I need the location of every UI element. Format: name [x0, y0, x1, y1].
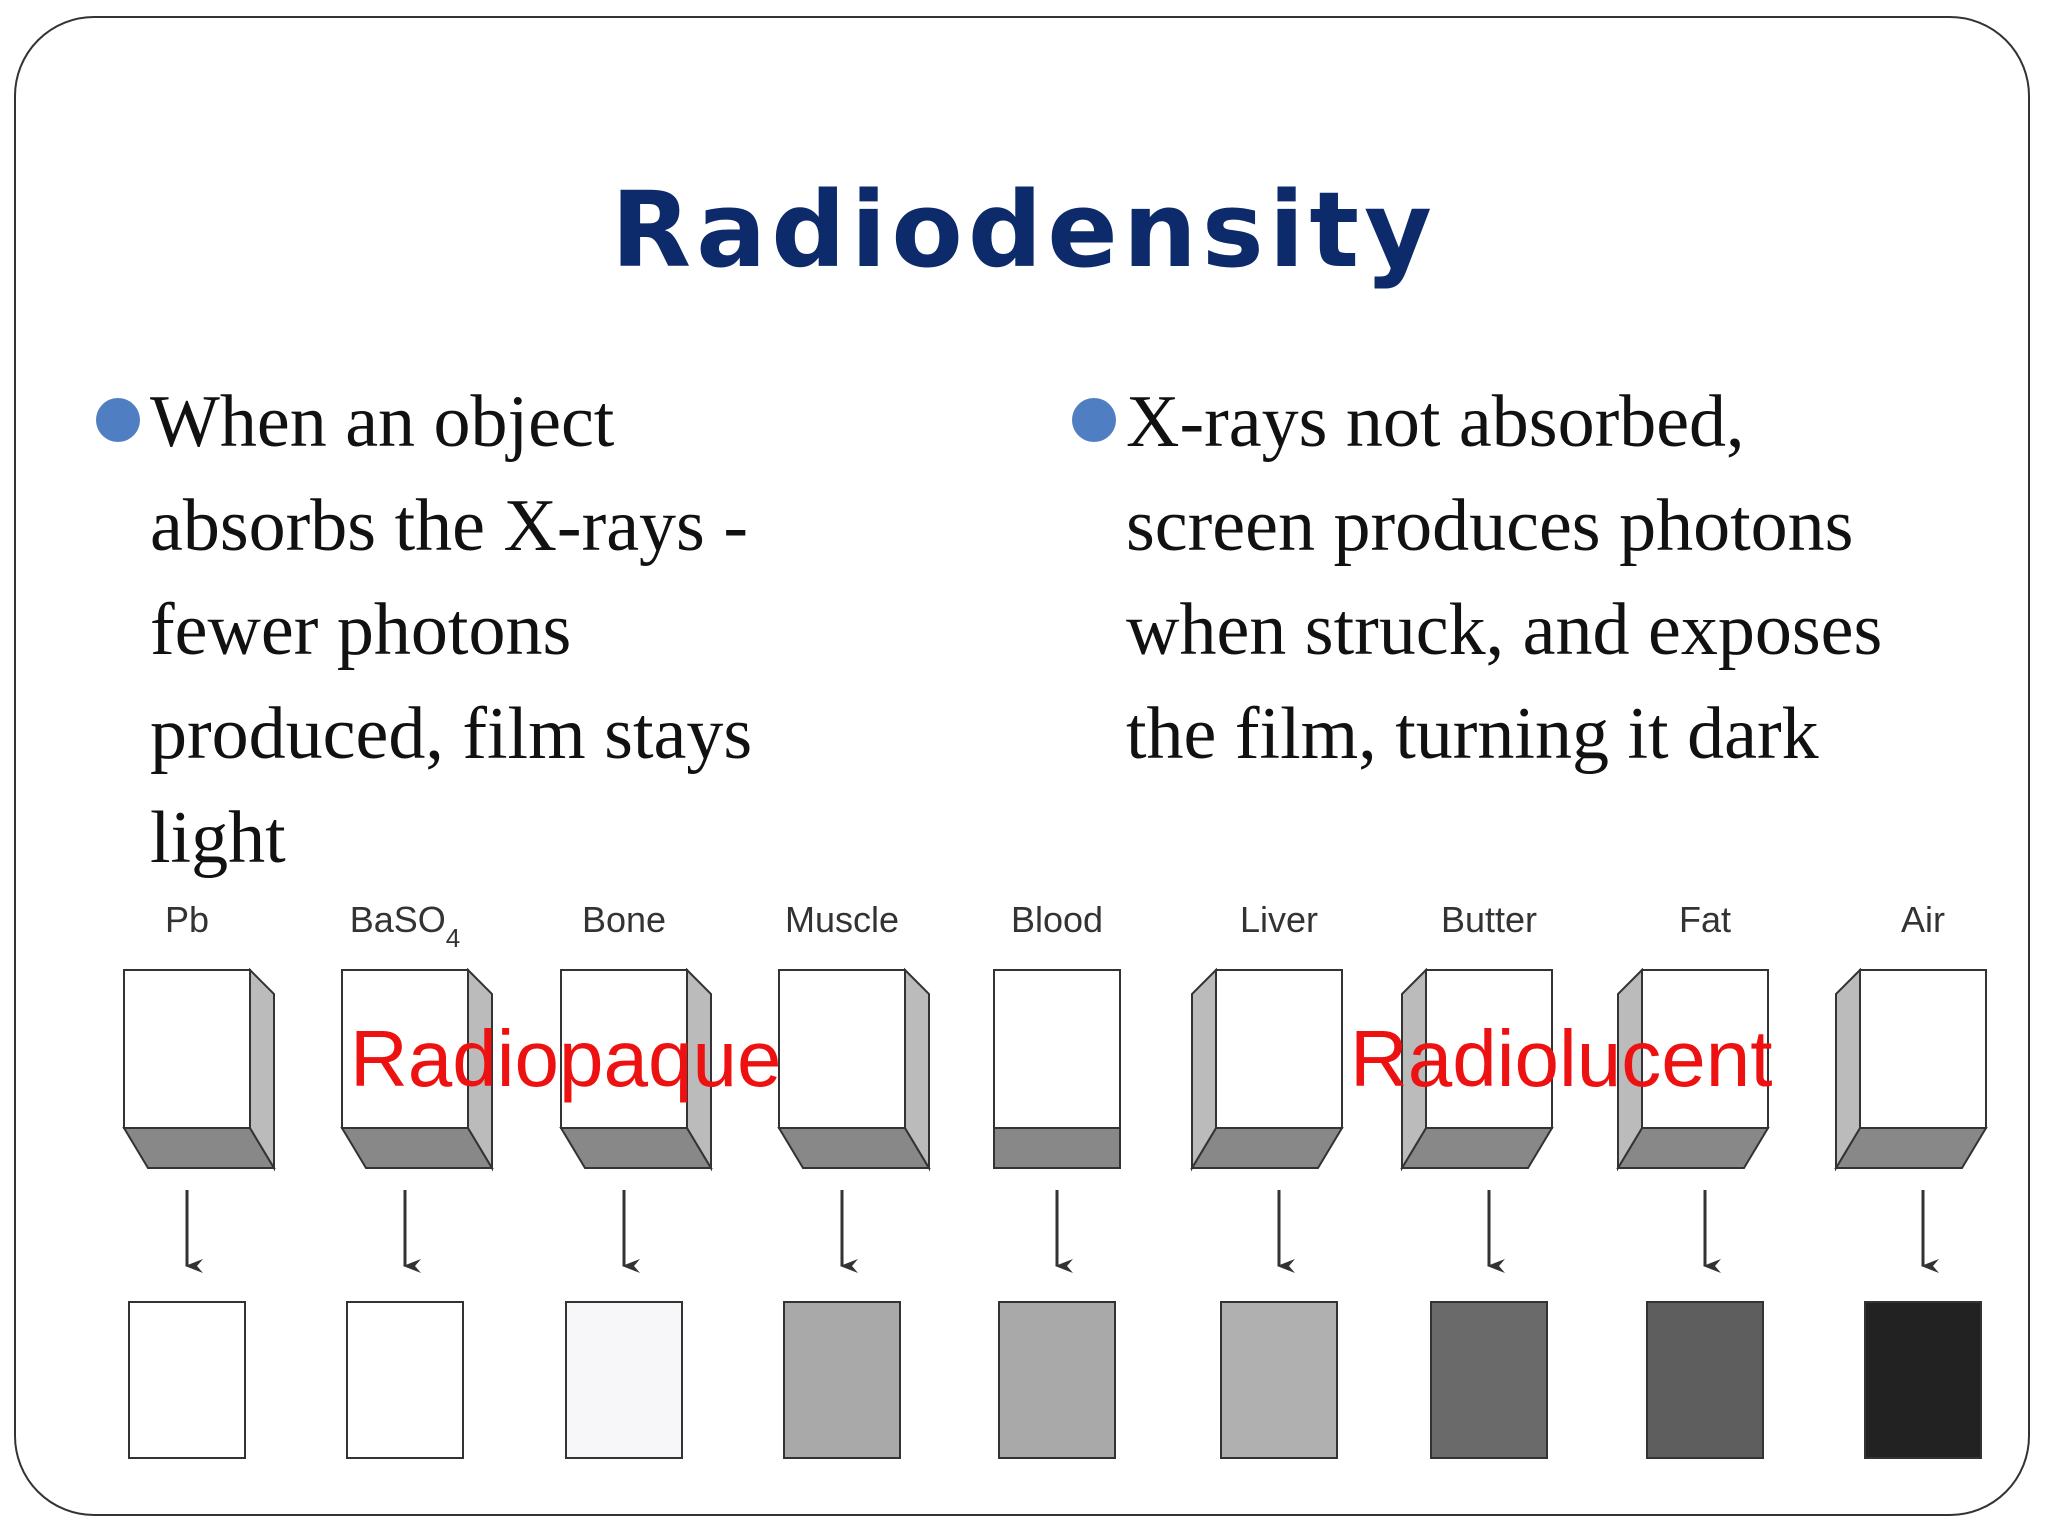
cube-side-face: [249, 967, 275, 1172]
material-column-muscle: Muscle: [777, 899, 931, 1459]
material-label: Blood: [1011, 899, 1103, 940]
material-label: Bone: [582, 899, 666, 940]
material-column-pb: Pb: [122, 899, 276, 1459]
cube-side-face: [1835, 967, 1861, 1172]
cube-front-face: [1215, 969, 1343, 1129]
material-label: BaSO4: [350, 899, 461, 953]
bullet-left-line-2: absorbs the X-rays -: [150, 485, 748, 567]
film-square: [128, 1301, 246, 1459]
slide-frame: [14, 16, 2030, 1516]
cube-bottom-face: [340, 1127, 494, 1169]
cube-front-face: [123, 969, 251, 1129]
bullet-text-left: When an object absorbs the X-rays - fewer …: [150, 370, 850, 890]
bullet-right-line-3: when struck, and exposes: [1126, 589, 1883, 671]
film-square: [783, 1301, 901, 1459]
bullet-dot-left: [96, 398, 140, 442]
film-square: [998, 1301, 1116, 1459]
cube-front-face: [993, 969, 1121, 1129]
cube-bottom-face: [1616, 1127, 1770, 1169]
material-column-butter: Butter: [1400, 899, 1554, 1459]
slide-title: Radiodensity: [611, 169, 1437, 291]
film-square: [346, 1301, 464, 1459]
cube-bottom-face: [1834, 1127, 1988, 1169]
material-label-subscript: 4: [446, 923, 460, 953]
material-column-fat: Fat: [1616, 899, 1770, 1459]
film-square: [1430, 1301, 1548, 1459]
bullet-left-line-4: produced, film stays: [150, 693, 753, 775]
cube-side-face: [467, 967, 493, 1172]
bullet-right-line-4: the film, turning it dark: [1126, 693, 1819, 775]
bullet-right-line-2: screen produces photons: [1126, 485, 1854, 567]
film-square: [565, 1301, 683, 1459]
cube-front-face: [778, 969, 906, 1129]
material-label: Air: [1901, 899, 1945, 940]
cube-side-face: [904, 967, 930, 1172]
radiolucent-label: Radiolucent: [1350, 1014, 1773, 1103]
cube-side-face: [1617, 967, 1643, 1172]
cube-front-face: [1641, 969, 1769, 1129]
film-square: [1864, 1301, 1982, 1459]
cube-bottom-face: [1400, 1127, 1554, 1169]
material-label: Fat: [1679, 899, 1731, 940]
cube-side-face: [686, 967, 712, 1172]
material-label: Muscle: [785, 899, 899, 940]
material-column-baso: BaSO4: [340, 899, 494, 1459]
film-square: [1220, 1301, 1338, 1459]
material-column-blood: Blood: [993, 899, 1121, 1459]
radiopaque-label: Radiopaque: [350, 1014, 781, 1103]
bullet-left-line-3: fewer photons: [150, 589, 572, 671]
materials-layer: Pb BaSO4 Bone Muscle Blood Liver Butter Fat Air: [122, 899, 1988, 1459]
material-label: Pb: [165, 899, 209, 940]
material-label: Liver: [1240, 899, 1318, 940]
bullet-dot-right: [1072, 398, 1116, 442]
material-column-bone: Bone: [559, 899, 713, 1459]
cube-front-face: [1859, 969, 1987, 1129]
cube-bottom-face: [1190, 1127, 1344, 1169]
cube-bottom-face: [777, 1127, 931, 1169]
bullet-text-right: X-rays not absorbed, screen produces phot…: [1126, 370, 2006, 786]
cube-bottom-face: [993, 1127, 1121, 1169]
cube-side-face: [1401, 967, 1427, 1172]
cube-side-face: [1191, 967, 1217, 1172]
cube-bottom-face: [122, 1127, 276, 1169]
bullet-left-line-5: light: [150, 797, 286, 879]
cube-bottom-face: [559, 1127, 713, 1169]
film-square: [1646, 1301, 1764, 1459]
bullet-left-line-1: When an object: [150, 381, 615, 463]
material-label: Butter: [1441, 899, 1537, 940]
bullet-right-line-1: X-rays not absorbed,: [1126, 381, 1745, 463]
material-column-liver: Liver: [1190, 899, 1344, 1459]
material-column-air: Air: [1834, 899, 1988, 1459]
